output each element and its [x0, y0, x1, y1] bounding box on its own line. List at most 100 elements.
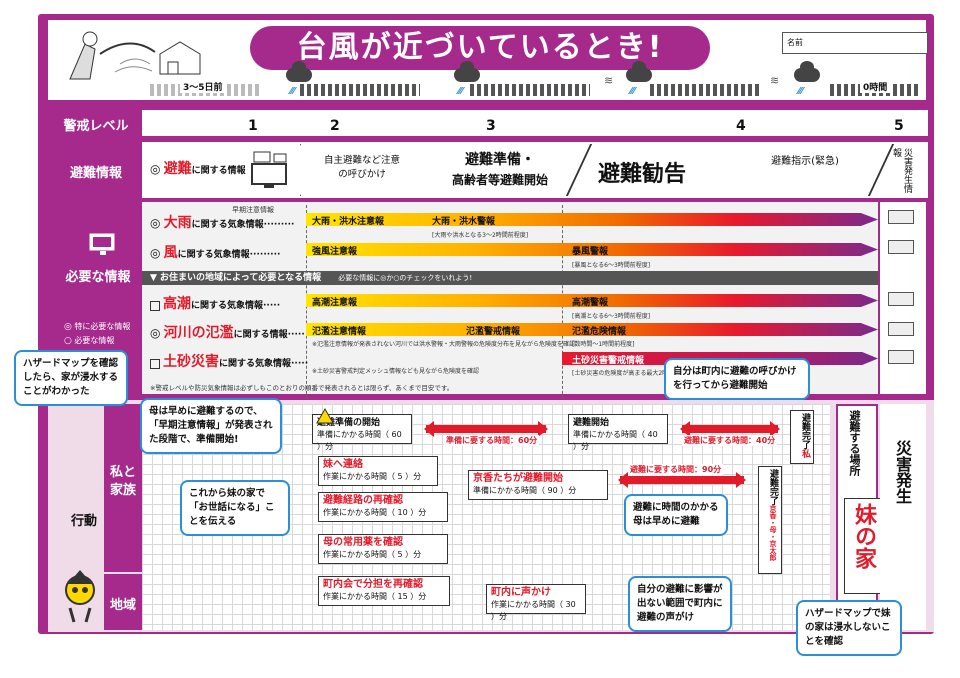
shelter-label: 避難する場所 — [848, 410, 861, 476]
task-time: 準備にかかる時間（ 40 ）分 — [573, 430, 658, 451]
wind-name: 風 — [163, 245, 178, 261]
level-5: 5 — [894, 118, 904, 134]
river-suffix: に関する情報 — [233, 330, 288, 340]
family-evac-arrow-label: 避難に要する時間：90分 — [628, 464, 724, 475]
river-photo — [888, 322, 914, 336]
surge-warning: 高潮警報 — [572, 298, 609, 308]
evac-info-row — [142, 142, 928, 198]
wind-icon: ≋ — [770, 74, 780, 87]
info-row-rain: ◎ 大雨に関する気象情報········· — [150, 215, 295, 231]
me-family-cell — [104, 404, 142, 572]
landslide-photo — [888, 350, 914, 364]
wind-suffix: に関する気象情報 — [177, 250, 250, 260]
alert-level-header: 警戒レベル — [63, 119, 129, 134]
disaster-column — [880, 404, 926, 630]
rain-suffix: に関する気象情報 — [191, 220, 264, 230]
evac-level2: 自主避難など注意の呼びかけ — [323, 155, 400, 180]
prep-arrow-label: 準備に要する時間：60分 — [444, 435, 540, 446]
timeline-band — [650, 84, 760, 96]
level-3: 3 — [486, 118, 496, 134]
task-time: 作業にかかる時間（ 5 ）分 — [323, 472, 422, 481]
family-evac-arrow — [618, 472, 746, 488]
task-title: 避難準備の開始 — [317, 418, 381, 428]
task-recheck-route[interactable]: 避難経路の再確認作業にかかる時間（ 10 ）分 — [318, 492, 448, 522]
task-title: 避難開始 — [573, 418, 610, 428]
timeline-start: 3～5日前 — [180, 80, 226, 93]
disaster-occurred: 災害発生 — [893, 440, 912, 504]
surge-note: [高潮となる6～3時間前程度] — [572, 313, 651, 320]
info-row-landslide: 土砂災害に関する気象情報····· — [150, 351, 308, 371]
task-contact-sister[interactable]: 妹へ連絡作業にかかる時間（ 5 ）分 — [318, 456, 438, 486]
task-title: 町内に声かけ — [491, 587, 551, 598]
surge-name: 高潮 — [163, 296, 191, 312]
river-gradient-bar — [306, 323, 878, 336]
river-name: 河川の氾濫 — [163, 325, 234, 341]
task-title: 母の常用薬を確認 — [323, 537, 403, 548]
river-note: [数時間～1時間前程度] — [572, 341, 635, 348]
callout-self-evac: 自分は町内に避難の呼びかけを行ってから避難開始 — [664, 358, 810, 400]
name-field[interactable]: 名前 — [782, 32, 928, 54]
name-label: 名前 — [787, 38, 803, 47]
prep-arrow — [424, 421, 548, 437]
task-time: 準備にかかる時間（ 60 ）分 — [317, 430, 402, 451]
evac-level3: 避難準備・高齢者等避難開始 — [420, 150, 580, 190]
surge-gradient-bar — [306, 294, 878, 307]
alert-level-row — [142, 110, 928, 136]
typhoon-illustration — [60, 24, 210, 84]
task-call-out[interactable]: 町内に声かけ作業にかかる時間（ 30 ）分 — [486, 584, 586, 621]
done-hand: 京香・母・京太郎 — [769, 505, 777, 561]
needed-info-header: 必要な情報 — [65, 270, 131, 285]
done-me: 避難完了私 — [790, 410, 814, 464]
callout-mother-early: 母は早めに避難するので、「早期注意情報」が発表された段階で、準備開始! — [140, 398, 282, 454]
rain-note: [大雨や洪水となる3～2時間前程度] — [432, 232, 529, 239]
wind-icon: ≋ — [604, 74, 614, 87]
evac-l3a: 避難準備・ — [465, 152, 535, 168]
evac-red-text: 避難 — [163, 161, 192, 177]
rain-warning: 大雨・洪水警報 — [432, 217, 496, 227]
action-header: 行動 — [70, 514, 97, 529]
landslide-suffix: に関する気象情報 — [219, 359, 292, 369]
task-time: 作業にかかる時間（ 30 ）分 — [491, 600, 576, 621]
info-row-wind: ◎ 風に関する気象情報········· — [150, 245, 281, 261]
tv-radio-icon — [250, 150, 290, 190]
legend-normal: 必要な情報 — [74, 336, 115, 345]
legend: ◎ 特に必要な情報○ 必要な情報 — [64, 322, 131, 346]
region-header-text: ▼ お住まいの地域によって必要となる情報 — [150, 273, 322, 283]
level-2: 2 — [330, 118, 340, 134]
task-title: 町内会で分担を再確認 — [323, 579, 423, 590]
timeline-band — [300, 84, 420, 96]
landslide-note: [土砂災害の危険度が高まる最大2時間前] — [572, 370, 683, 377]
done-label: 避難完了 — [768, 469, 778, 505]
landslide-note2: ※土砂災害警戒判定メッシュ情報なども見ながら危険度を確認 — [312, 368, 480, 375]
task-time: 作業にかかる時間（ 5 ）分 — [323, 550, 422, 559]
task-title: 妹へ連絡 — [323, 459, 363, 470]
monitor-icon — [88, 232, 118, 258]
callout-sister: これから妹の家で「お世話になる」ことを伝える — [180, 480, 290, 536]
rain-icon: ⁄⁄⁄ — [630, 86, 636, 97]
evac-l1-text: に関する情報 — [191, 166, 246, 176]
info-row-river: ◎ 河川の氾濫に関する情報····· — [150, 325, 305, 341]
surge-advisory: 高潮注意報 — [312, 298, 358, 308]
checkbox[interactable] — [150, 300, 160, 311]
done-hand: 私 — [800, 449, 810, 458]
river-warning: 氾濫警戒情報 — [466, 327, 521, 337]
task-neighborhood[interactable]: 町内会で分担を再確認作業にかかる時間（ 15 ）分 — [318, 576, 450, 606]
task-evac-start[interactable]: 避難開始準備にかかる時間（ 40 ）分 — [568, 414, 668, 451]
rain-icon: ⁄⁄⁄ — [290, 86, 296, 97]
callout-hazard-home: ハザードマップを確認したら、家が浸水することがわかった — [14, 350, 128, 406]
rain-advisory: 大雨・洪水注意報 — [312, 217, 385, 227]
evac-arrow — [680, 421, 780, 437]
level-1: 1 — [248, 118, 258, 134]
task-check-medicine[interactable]: 母の常用薬を確認作業にかかる時間（ 5 ）分 — [318, 534, 448, 564]
callout-neighborhood: 自分の避難に影響が出ない範囲で町内に避難の声がけ — [628, 576, 732, 632]
surge-photo — [888, 292, 914, 306]
evac-info-header: 避難情報 — [69, 166, 122, 181]
wind-photo — [888, 240, 914, 254]
wind-advisory: 強風注意報 — [312, 247, 358, 257]
callout-mother-time: 避難に時間のかかる母は早めに避難 — [624, 494, 728, 536]
cloud-icon — [454, 61, 480, 82]
surge-suffix: に関する気象情報 — [191, 301, 264, 311]
checkbox[interactable] — [150, 358, 160, 369]
task-family-evac[interactable]: 京香たちが避難開始準備にかかる時間（ 90 ）分 — [468, 470, 608, 500]
evac-l3b: 高齢者等避難開始 — [451, 173, 548, 187]
